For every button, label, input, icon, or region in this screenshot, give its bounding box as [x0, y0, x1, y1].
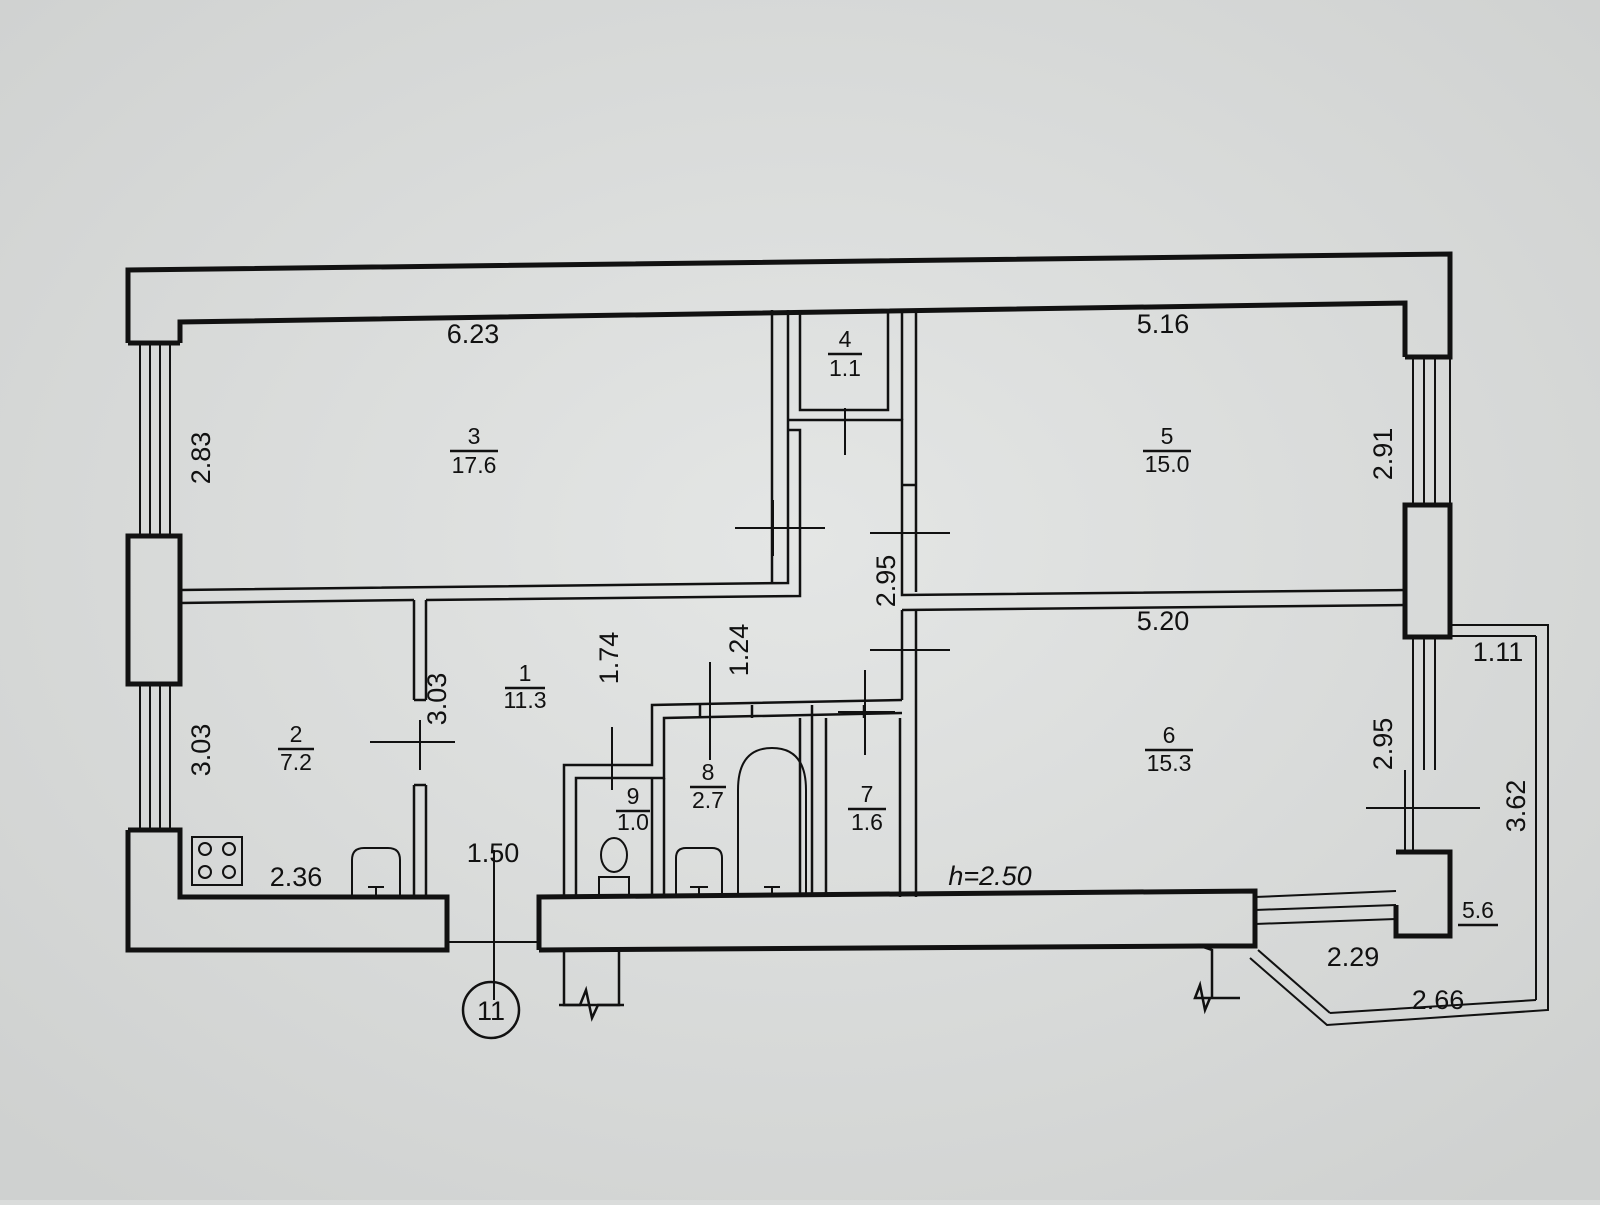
toilet-icon	[598, 837, 630, 898]
dim-room1-depth: 3.03	[422, 673, 452, 726]
room-3-label: 3 17.6	[450, 423, 498, 478]
room-8-label: 8 2.7	[690, 759, 726, 813]
room-6-number: 6	[1163, 722, 1176, 748]
balcony-area: 5.6	[1462, 897, 1494, 923]
balcony-label: 5.6	[1458, 897, 1498, 927]
room-3-number: 3	[468, 423, 481, 449]
dim-entrance-width: 1.50	[467, 838, 520, 868]
dim-corridor-174: 1.74	[594, 632, 624, 685]
dim-balcony-266: 2.66	[1412, 985, 1465, 1015]
dim-room2-width: 2.36	[270, 862, 323, 892]
window-room-6	[1412, 637, 1436, 770]
dim-room3-depth: 2.83	[186, 432, 216, 485]
entrance-marker-number: 11	[477, 996, 505, 1026]
room-6-area: 15.3	[1147, 750, 1192, 776]
door-marks	[370, 408, 1480, 1000]
room-7-label: 7 1.6	[848, 781, 886, 835]
room-4-number: 4	[839, 326, 852, 352]
dim-corridor-295: 2.95	[871, 555, 901, 608]
room-8-area: 2.7	[692, 787, 724, 813]
room-9-label: 9 1.0	[616, 783, 650, 835]
room-8-number: 8	[702, 759, 715, 785]
window-room-2	[139, 684, 171, 830]
windows	[139, 343, 1451, 925]
fixtures	[191, 746, 807, 898]
dim-room6-width: 5.20	[1137, 606, 1190, 636]
balcony-door	[1404, 770, 1414, 852]
dim-corridor-124: 1.24	[724, 624, 754, 677]
room-6-label: 6 15.3	[1145, 722, 1193, 776]
stove-icon	[191, 836, 243, 886]
room-5-label: 5 15.0	[1143, 423, 1191, 477]
room-5-number: 5	[1161, 423, 1174, 449]
bottom-window-room-6	[1254, 890, 1397, 925]
balcony	[1249, 624, 1549, 1027]
room-9-area: 1.0	[617, 809, 649, 835]
dimension-labels: 6.23 5.16 5.20 2.83 2.91 3.03 3.03 1.74 …	[186, 309, 1531, 1015]
interior-walls	[179, 310, 1406, 897]
entrance-marker: 11	[461, 980, 521, 1040]
room-1-number: 1	[519, 660, 532, 686]
room-5-area: 15.0	[1145, 451, 1190, 477]
room-labels: 1 11.3 2 7.2 3 17.6 4 1.1 5 15.0 6 15.3	[278, 326, 1498, 927]
window-room-5	[1412, 357, 1451, 505]
dim-room6-depth: 2.95	[1368, 718, 1398, 771]
dim-room2-depth: 3.03	[186, 724, 216, 777]
dim-balcony-229: 2.29	[1327, 942, 1380, 972]
room-7-area: 1.6	[851, 809, 883, 835]
dim-balcony-111: 1.11	[1473, 637, 1524, 667]
room-1-area: 11.3	[503, 687, 546, 713]
room-1-label: 1 11.3	[503, 660, 546, 713]
room-4-label: 4 1.1	[828, 326, 862, 381]
ceiling-height: h=2.50	[948, 861, 1031, 891]
dim-room5-width: 5.16	[1137, 309, 1190, 339]
dim-balcony-362: 3.62	[1501, 780, 1531, 833]
kitchen-sink-icon	[351, 847, 401, 897]
room-9-number: 9	[627, 783, 640, 809]
room-2-number: 2	[290, 721, 303, 747]
window-room-3	[139, 343, 171, 536]
room-2-area: 7.2	[280, 749, 312, 775]
bathtub-icon	[737, 746, 807, 897]
entrance-stairs	[559, 944, 1240, 1022]
room-3-area: 17.6	[452, 452, 497, 478]
dim-room5-depth: 2.91	[1368, 428, 1398, 481]
room-7-number: 7	[861, 781, 874, 807]
washbasin-icon	[675, 847, 723, 897]
room-4-area: 1.1	[829, 355, 861, 381]
dim-room3-width: 6.23	[447, 319, 500, 349]
room-2-label: 2 7.2	[278, 721, 314, 775]
